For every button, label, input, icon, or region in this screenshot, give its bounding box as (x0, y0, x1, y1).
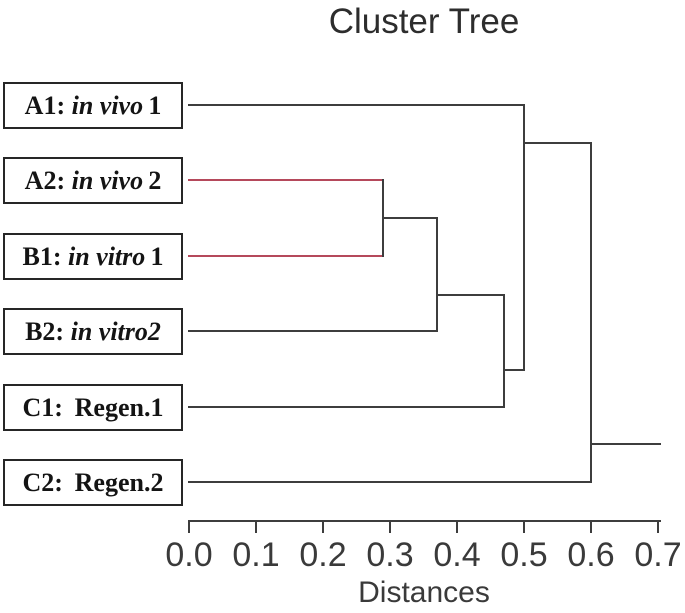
merge-horizontal-A2B1-B2 (436, 294, 504, 296)
leaf-link-line-B2 (188, 330, 437, 332)
axis-tick-label-0.2: 0.2 (299, 536, 347, 574)
x-axis-label: Distances (358, 576, 490, 609)
merge-vertical-A2B1-B2 (435, 217, 438, 332)
leaf-link-line-C2 (188, 481, 591, 483)
leaf-link-line-A1 (188, 104, 524, 106)
axis-tick-0.5 (523, 520, 525, 533)
axis-tick-label-0.1: 0.1 (232, 536, 280, 574)
axis-tick-label-0.3: 0.3 (366, 536, 414, 574)
axis-tick-label-0.6: 0.6 (567, 536, 615, 574)
merge-horizontal-root (591, 443, 662, 445)
axis-tick-label-0.4: 0.4 (433, 536, 481, 574)
leaf-box-A1: A1: in vivo 1 (3, 82, 183, 129)
leaf-label-A1: A1: in vivo 1 (24, 90, 162, 120)
axis-tick-label-0.5: 0.5 (500, 536, 548, 574)
leaf-box-C1: C1: Regen.1 (3, 384, 183, 431)
axis-tick-0.7 (657, 520, 659, 533)
leaf-box-C2: C2: Regen.2 (3, 459, 183, 506)
merge-vertical-root (590, 142, 592, 483)
leaf-label-italic-part: in vivo (71, 165, 144, 195)
leaf-label-C2: C2: Regen.2 (22, 467, 164, 497)
leaf-label-B2: B2: in vitro2 (25, 316, 161, 346)
leaf-label-italic-part: in vivo (71, 90, 144, 120)
axis-tick-0.1 (255, 520, 257, 533)
chart-title: Cluster Tree (328, 2, 520, 41)
axis-tick-0.2 (322, 520, 324, 533)
merge-vertical-A1-A2B1B2C1 (523, 104, 525, 371)
leaf-label-italic-part: in vitro2 (70, 316, 161, 346)
merge-vertical-A2B1B2-C1 (502, 294, 505, 408)
leaf-link-line-A2 (188, 179, 384, 181)
merge-horizontal-A1-A2B1B2C1 (524, 142, 591, 144)
leaf-label-B1: B1: in vitro 1 (22, 241, 164, 271)
merge-horizontal-A2B1B2-C1 (503, 369, 524, 371)
leaf-label-A2: A2: in vivo 2 (24, 165, 162, 195)
leaf-box-A2: A2: in vivo 2 (3, 157, 183, 204)
merge-horizontal-A2-B1 (383, 217, 437, 219)
axis-tick-label-0.0: 0.0 (165, 536, 213, 574)
axis-tick-0.4 (456, 520, 458, 533)
leaf-link-line-B1 (188, 255, 384, 257)
leaf-box-B2: B2: in vitro2 (3, 308, 183, 355)
axis-tick-0.3 (389, 520, 391, 533)
leaf-link-line-C1 (188, 406, 504, 408)
axis-line (188, 520, 662, 522)
leaf-label-C1: C1: Regen.1 (22, 392, 164, 422)
axis-tick-0.0 (188, 520, 190, 533)
axis-tick-label-0.7: 0.7 (634, 536, 682, 574)
leaf-label-italic-part: in vitro (67, 241, 146, 271)
axis-tick-0.6 (590, 520, 592, 533)
leaf-box-B1: B1: in vitro 1 (3, 233, 183, 280)
